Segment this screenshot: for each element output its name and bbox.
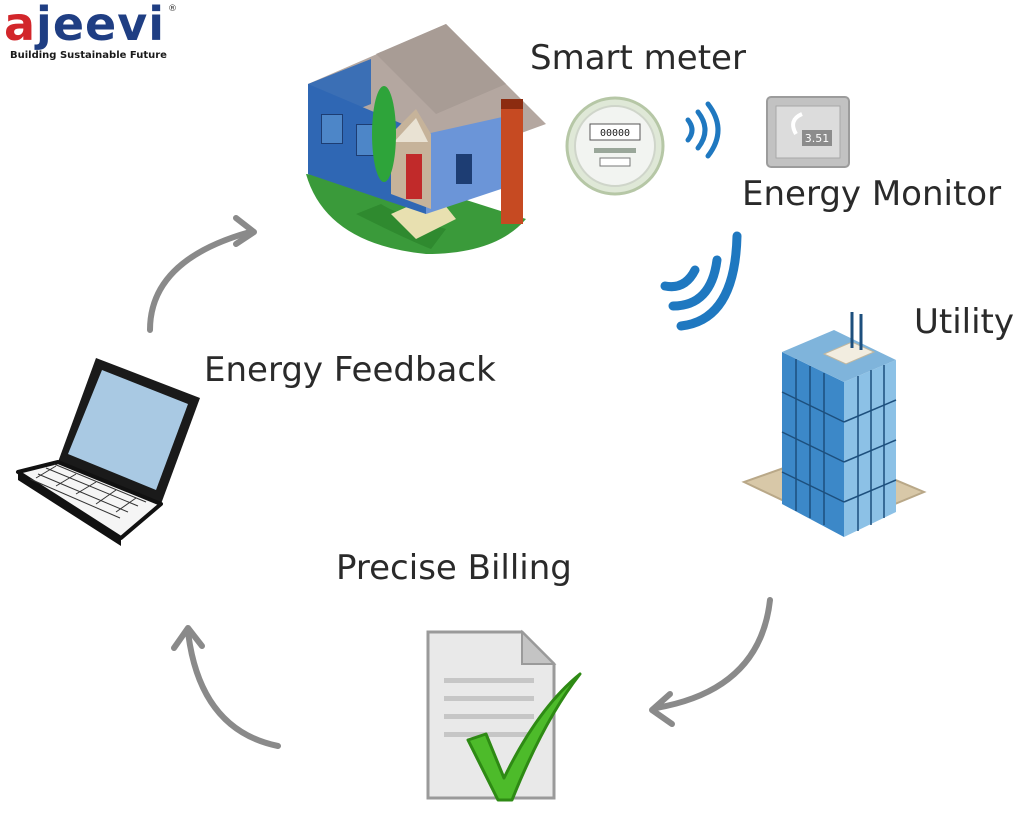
arrow-utility-to-billing [653,597,773,711]
smart-meter-label: Smart meter [530,38,746,78]
arrow-feedback-to-home-head [233,215,257,247]
logo-wordmark: ajeevi [4,0,165,51]
arrow-feedback-to-home [147,229,253,333]
meter-display: 00000 [600,128,630,139]
bill-document-icon [426,629,582,802]
ajeevi-logo: ajeevi ® Building Sustainable Future [4,0,180,66]
office-building-icon [741,312,927,537]
energy-monitor-icon: 3.51 [766,96,850,168]
wireless-signal-large-icon [660,231,742,331]
laptop-icon [16,358,200,546]
arrow-billing-to-feedback-head [171,625,205,651]
smart-meter-icon: 00000 [565,96,665,196]
house-icon [306,24,546,254]
logo-tagline: Building Sustainable Future [10,50,167,61]
arrow-billing-to-feedback [185,629,281,749]
checkmark-icon [466,672,582,802]
precise-billing-label: Precise Billing [336,548,572,588]
arrow-utility-to-billing-head [649,691,675,727]
registered-mark: ® [168,4,177,14]
utility-label: Utility [914,302,1015,342]
energy-monitor-label: Energy Monitor [742,174,1002,214]
energy-feedback-label: Energy Feedback [204,350,496,390]
monitor-display: 3.51 [805,132,830,145]
wireless-signal-icon [685,101,721,159]
